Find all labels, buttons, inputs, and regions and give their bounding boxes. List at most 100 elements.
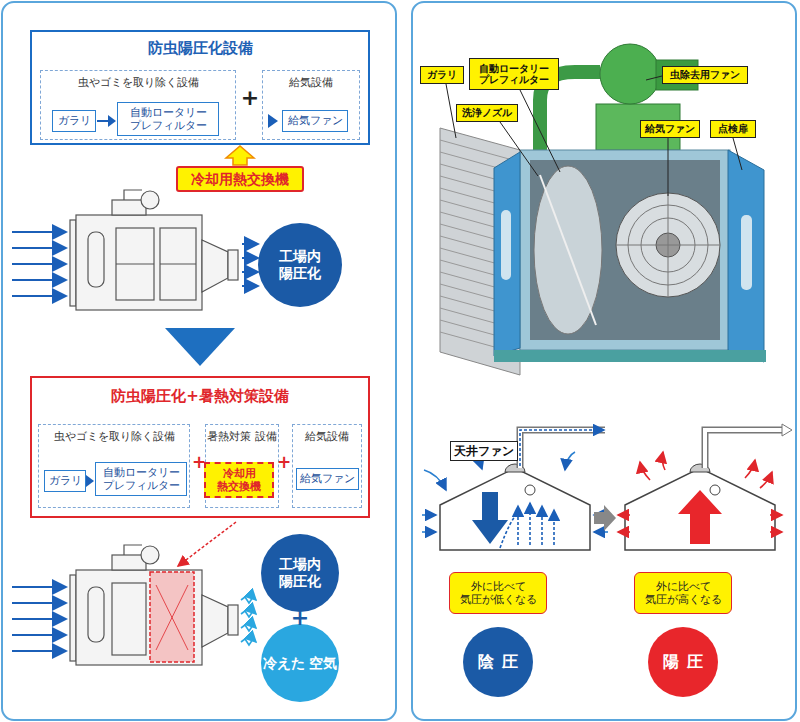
house-positive bbox=[640, 462, 650, 480]
machine-bottom bbox=[156, 585, 188, 650]
house-positive bbox=[760, 472, 772, 488]
house-negative bbox=[422, 430, 616, 550]
arrow-shape bbox=[86, 475, 94, 487]
house-negative bbox=[422, 452, 608, 532]
connector bbox=[97, 115, 116, 127]
component-box: 自動ロータリー プレフィルター bbox=[117, 102, 219, 136]
node-text: 陽圧 bbox=[655, 652, 711, 671]
unit-photo bbox=[446, 76, 742, 196]
machine-bottom bbox=[241, 639, 256, 645]
plus-sign: + bbox=[276, 452, 292, 472]
unit-photo bbox=[440, 44, 766, 375]
component-box: 給気ファン bbox=[296, 468, 359, 490]
house-positive bbox=[745, 460, 755, 478]
result-circle: 工場内 陽圧化 bbox=[258, 223, 342, 307]
node-text: ガラリ bbox=[49, 474, 82, 487]
unit-photo bbox=[646, 76, 662, 80]
plus-sign: + bbox=[290, 606, 310, 630]
machine-top bbox=[242, 257, 258, 259]
unit-photo bbox=[500, 122, 538, 176]
unit-photo bbox=[494, 350, 766, 362]
unit-photo bbox=[440, 128, 520, 375]
house-negative bbox=[422, 531, 436, 533]
arrow-shape bbox=[226, 146, 254, 165]
node-text: 暑熱対策 設備 bbox=[207, 430, 277, 443]
group-box: 虫やゴミを取り除く設備ガラリ自動ロータリー プレフィルター bbox=[40, 70, 236, 140]
node-text: 天井ファン bbox=[454, 444, 514, 458]
machine-top bbox=[242, 271, 258, 273]
part-tag: 点検扉 bbox=[710, 120, 756, 138]
house-negative bbox=[541, 506, 543, 545]
machine-bottom bbox=[70, 575, 76, 661]
equipment-box: 防虫陽圧化設備虫やゴミを取り除く設備ガラリ自動ロータリー プレフィルター給気設備… bbox=[30, 30, 370, 145]
machine-top bbox=[242, 243, 258, 245]
machine-bottom bbox=[150, 572, 194, 662]
part-tag: 洗浄ノズル bbox=[456, 104, 518, 122]
house-positive bbox=[618, 531, 630, 533]
flow-triangle bbox=[165, 328, 235, 366]
machine-top bbox=[76, 215, 202, 310]
unit-photo bbox=[540, 175, 596, 325]
house-positive bbox=[705, 430, 782, 468]
pressure-circle: 陰圧 bbox=[463, 627, 533, 697]
machine-top bbox=[160, 263, 196, 264]
node-text: 虫やゴミを取り除く設備 bbox=[78, 76, 199, 89]
machine-top bbox=[116, 228, 154, 300]
unit-photo bbox=[534, 166, 602, 334]
house-positive bbox=[678, 490, 722, 544]
group-box: 給気設備給気ファン bbox=[262, 70, 360, 140]
node-text: 虫やゴミを取り除く設備 bbox=[54, 430, 175, 443]
machine-top bbox=[12, 247, 66, 249]
note-box: 外に比べて 気圧が低くなる bbox=[449, 572, 547, 614]
unit-photo bbox=[520, 150, 730, 350]
note-box: 外に比べて 気圧が高くなる bbox=[634, 572, 732, 614]
node-text: 防虫陽圧化設備 bbox=[148, 39, 253, 57]
machine-top bbox=[116, 263, 154, 264]
machine-bottom bbox=[202, 595, 228, 647]
machine-top bbox=[12, 279, 66, 281]
house-positive bbox=[710, 485, 720, 495]
machine-bottom bbox=[124, 545, 142, 555]
machine-top bbox=[242, 285, 258, 287]
house-positive bbox=[782, 424, 792, 436]
house-negative bbox=[529, 503, 531, 545]
machine-top bbox=[70, 220, 76, 306]
machine-bottom bbox=[12, 602, 66, 604]
node-text: 洗浄ノズル bbox=[462, 107, 512, 119]
machine-top bbox=[88, 232, 104, 287]
house-negative bbox=[594, 531, 608, 533]
machine-top bbox=[124, 190, 142, 200]
unit-photo bbox=[668, 193, 669, 297]
unit-photo bbox=[668, 138, 669, 196]
unit-photo bbox=[530, 160, 720, 340]
node-text: 給気ファン bbox=[288, 114, 343, 127]
house-negative bbox=[520, 430, 605, 468]
machine-bottom bbox=[12, 586, 66, 588]
machine-bottom bbox=[88, 587, 104, 642]
house-negative bbox=[565, 452, 575, 470]
arrow-shape bbox=[108, 115, 116, 127]
unit-photo bbox=[741, 215, 752, 290]
house-positive bbox=[618, 424, 792, 550]
house-negative bbox=[500, 503, 554, 548]
machine-bottom bbox=[241, 625, 256, 631]
house-positive bbox=[770, 514, 782, 516]
machine-bottom bbox=[141, 546, 159, 564]
panel-frame bbox=[412, 2, 796, 720]
node-text: 工場内 陽圧化 bbox=[261, 556, 339, 590]
machine-bottom bbox=[12, 522, 256, 665]
unit-photo bbox=[446, 84, 456, 138]
machine-top bbox=[12, 295, 66, 297]
node-text: 冷えた 空気 bbox=[263, 655, 338, 672]
part-tag: 自動ロータリー プレフィルター bbox=[469, 58, 559, 90]
house-positive bbox=[625, 468, 775, 550]
machine-bottom bbox=[241, 611, 256, 617]
part-tag: ガラリ bbox=[420, 66, 464, 84]
group-box: 給気設備給気ファン bbox=[292, 424, 362, 508]
machine-bottom bbox=[76, 570, 202, 665]
node-text: 自動ロータリー プレフィルター bbox=[470, 63, 558, 86]
machine-bottom bbox=[156, 585, 188, 650]
machine-bottom bbox=[12, 634, 66, 636]
machine-bottom bbox=[112, 583, 146, 655]
